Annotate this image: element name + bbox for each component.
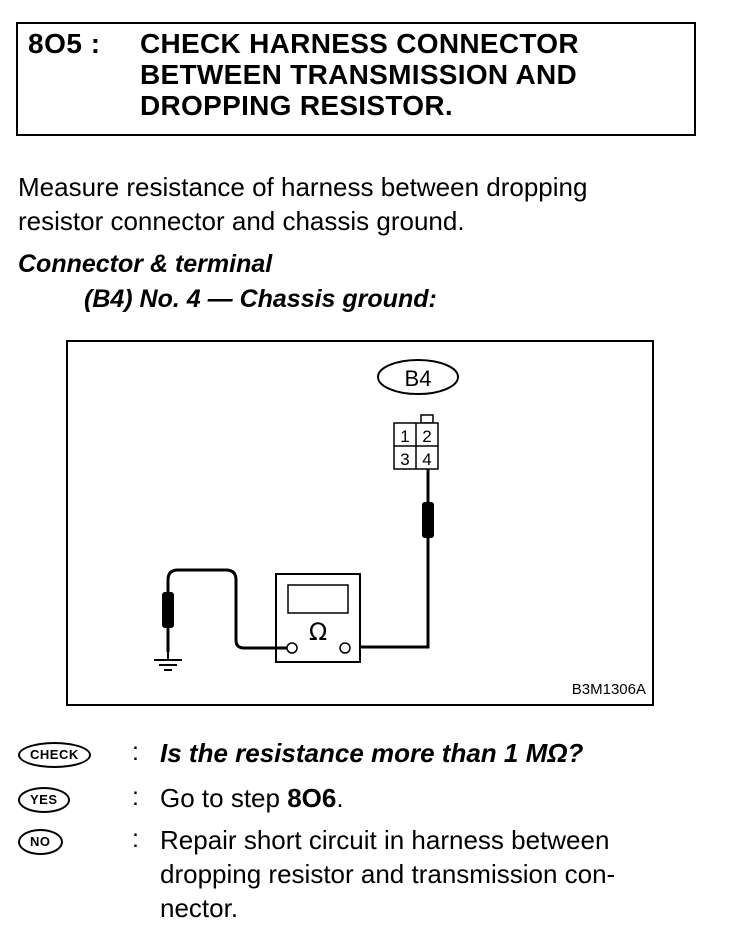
separator-colon: :: [132, 825, 139, 853]
no-badge-label: NO: [18, 829, 63, 855]
check-badge: CHECK: [18, 742, 91, 770]
yes-result-suffix: .: [336, 783, 344, 813]
meter-terminal-left: [286, 642, 298, 654]
separator-colon: :: [132, 783, 139, 811]
yes-result: Go to step 8O6.: [160, 781, 720, 815]
connector-latch: [420, 414, 434, 424]
next-step-ref: 8O6: [287, 783, 337, 813]
check-badge-label: CHECK: [18, 742, 91, 768]
no-result-line: nector.: [160, 893, 239, 923]
step-title-line: CHECK HARNESS CONNECTOR: [140, 28, 579, 59]
no-result: Repair short circuit in harness between …: [160, 823, 720, 925]
wiring-diagram: B4 1 2 3 4 Ω B3M1306A: [66, 340, 654, 706]
no-result-line: Repair short circuit in harness between: [160, 825, 610, 855]
yes-result-text: Go to step: [160, 783, 288, 813]
step-title: CHECK HARNESS CONNECTOR BETWEEN TRANSMIS…: [140, 28, 680, 121]
pin-label: 1: [400, 427, 409, 446]
connector-terminal-value: (B4) No. 4 — Chassis ground:: [84, 285, 437, 313]
yes-badge-label: YES: [18, 787, 70, 813]
probe-handle-left: [162, 592, 174, 628]
instruction-text: Measure resistance of harness between dr…: [18, 170, 718, 238]
pin-label: 3: [400, 450, 409, 469]
step-number: 8O5 :: [28, 28, 101, 59]
meter-terminal-right: [339, 642, 351, 654]
instruction-line: Measure resistance of harness between dr…: [18, 172, 588, 202]
instruction-line: resistor connector and chassis ground.: [18, 206, 465, 236]
step-title-line: DROPPING RESISTOR.: [140, 90, 453, 121]
step-title-line: BETWEEN TRANSMISSION AND: [140, 59, 578, 90]
chassis-ground-icon: [154, 652, 182, 671]
check-question: Is the resistance more than 1 MΩ?: [160, 738, 584, 768]
wiring-diagram-svg: B4 1 2 3 4 Ω B3M1306A: [154, 359, 646, 698]
ohmmeter-display: [287, 584, 349, 614]
no-badge: NO: [18, 829, 63, 857]
yes-badge: YES: [18, 787, 70, 815]
ohm-symbol: Ω: [309, 618, 327, 646]
step-header-box: 8O5 : CHECK HARNESS CONNECTOR BETWEEN TR…: [16, 22, 696, 136]
connector-id-ellipse: [377, 359, 459, 395]
figure-code: B3M1306A: [572, 681, 646, 698]
probe-lead-right: [352, 469, 430, 649]
separator-colon: :: [132, 738, 139, 766]
no-result-line: dropping resistor and transmission con-: [160, 859, 616, 889]
pin-label: 4: [422, 450, 431, 469]
probe-handle-right: [422, 502, 434, 538]
connector-id-label: B4: [405, 366, 432, 391]
pin-label: 2: [422, 427, 431, 446]
connector-terminal-label: Connector & terminal: [18, 250, 273, 278]
probe-lead-left: [166, 568, 287, 652]
